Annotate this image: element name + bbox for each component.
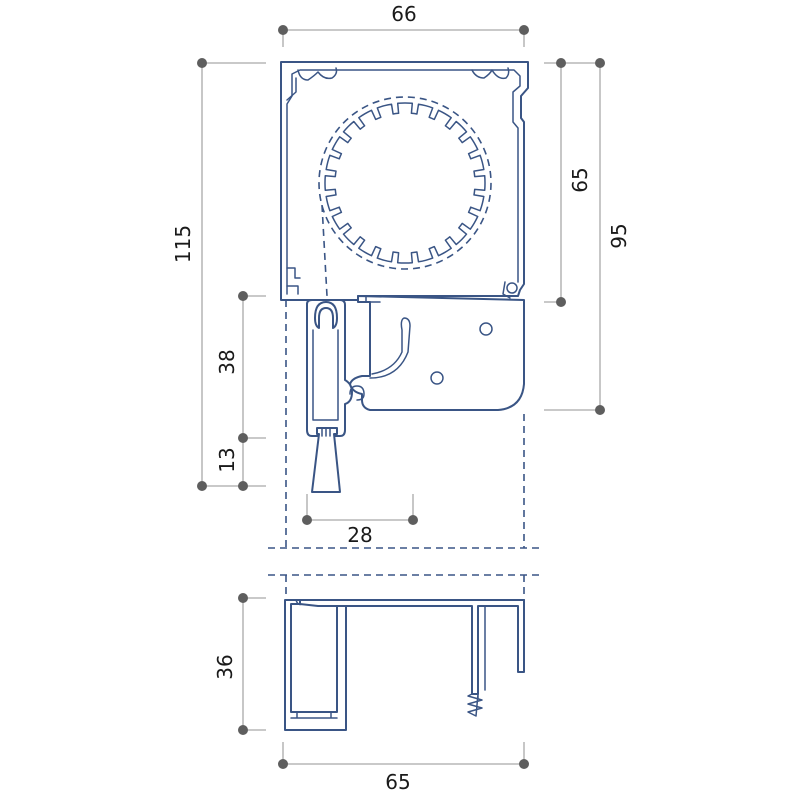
dim-dot	[197, 58, 207, 68]
bracket-hole-top	[479, 322, 493, 336]
guide-top-plate	[299, 599, 525, 695]
right-clip	[506, 282, 518, 294]
strap-dashed	[321, 204, 328, 297]
dim-label-lower-height: 36	[213, 654, 237, 679]
dim-label-bottom-width: 65	[385, 770, 410, 794]
housing-outer	[280, 61, 529, 301]
guide-left-channel	[284, 599, 347, 731]
side-bracket	[349, 295, 525, 411]
dim-label-left-upper: 38	[215, 349, 239, 374]
bracket-hook	[369, 317, 411, 379]
dim-label-right-inner: 65	[568, 167, 592, 192]
bottom-bar-group	[306, 295, 525, 493]
dim-label-right-outer: 95	[607, 223, 631, 248]
pull-handle[interactable]	[311, 427, 341, 493]
dim-dot	[595, 58, 605, 68]
bracket-hole-bottom	[430, 371, 444, 385]
dimension-labels: 66 115 65 95 38 13 28 36 65	[171, 2, 631, 794]
bracket-lip	[357, 295, 381, 303]
left-lip	[286, 77, 301, 295]
dim-label-bottom-inner: 28	[347, 523, 372, 547]
top-clip-left	[297, 67, 338, 81]
dimension-dots	[197, 25, 605, 769]
dim-dot	[595, 405, 605, 415]
dim-dot	[302, 515, 312, 525]
rail-curl	[349, 385, 365, 401]
dim-dot	[556, 297, 566, 307]
roller-outer-dashed	[318, 96, 492, 270]
head-box-profile	[280, 61, 529, 301]
screw-icon	[467, 689, 483, 717]
bottom-rail	[306, 299, 353, 437]
dim-label-left-height: 115	[171, 225, 195, 263]
dim-dot	[238, 433, 248, 443]
dim-dot	[278, 25, 288, 35]
top-clip-right	[471, 67, 510, 80]
dim-dot	[519, 759, 529, 769]
dim-dot	[278, 759, 288, 769]
guide-left-bottom-detail	[290, 711, 338, 719]
roller-tube	[318, 96, 492, 297]
dim-dot	[197, 481, 207, 491]
rail-inner	[312, 329, 339, 421]
dim-dot	[519, 25, 529, 35]
dim-label-top-width: 66	[391, 2, 416, 26]
dim-label-left-lower: 13	[215, 447, 239, 472]
dim-dot	[238, 593, 248, 603]
dim-dot	[408, 515, 418, 525]
dim-dot	[556, 58, 566, 68]
right-clip-arm	[502, 281, 511, 299]
rail-top-ring	[314, 301, 338, 329]
dim-dot	[238, 291, 248, 301]
dim-dot	[238, 725, 248, 735]
dim-dot	[238, 481, 248, 491]
guide-rail-profile	[284, 599, 525, 731]
housing-inner	[286, 69, 521, 295]
dashed-guides	[268, 300, 544, 600]
roller-spline	[324, 102, 486, 264]
